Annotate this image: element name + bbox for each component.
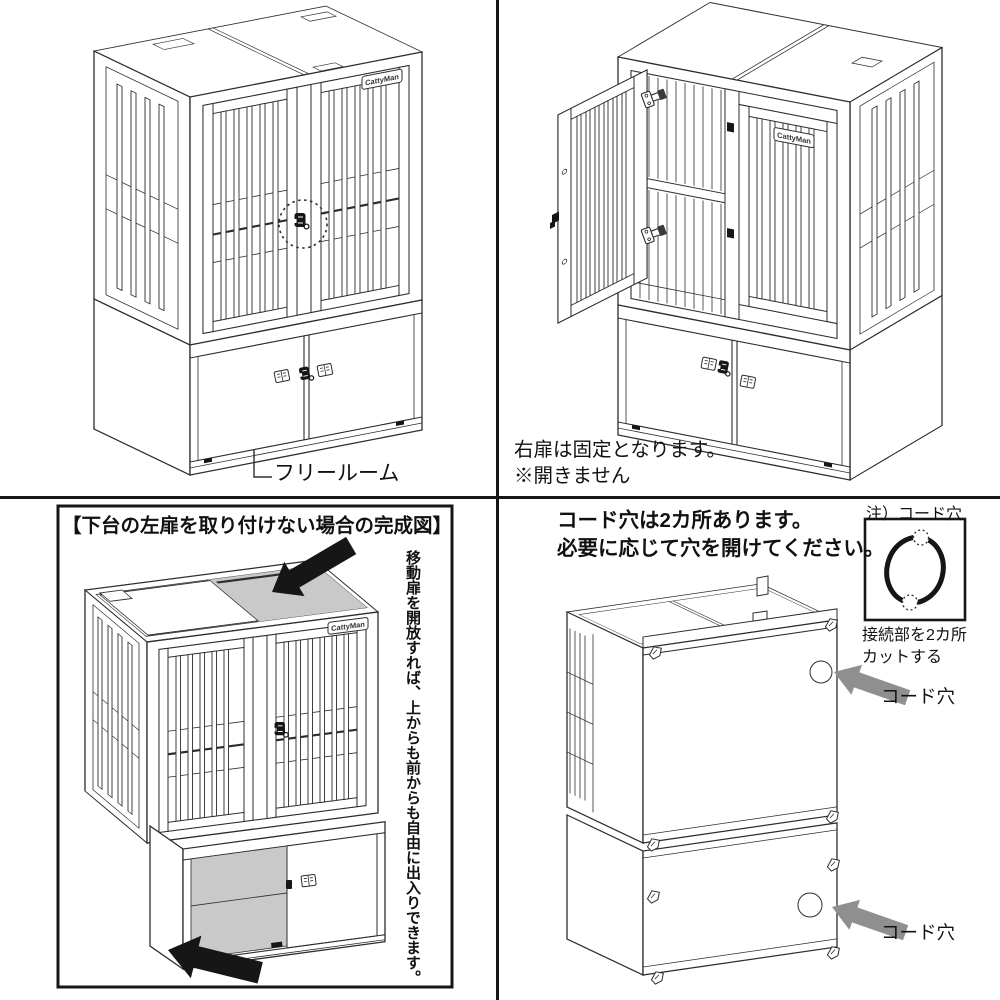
detail-box-title: 注）コード穴	[866, 506, 963, 523]
door-latch-knob	[552, 211, 559, 225]
base-opening-shaded	[191, 845, 287, 959]
panel-no-left-door-view: CattyMan 【下台の左扉を取り付けない場合の完成図】 移動扉を開放すれば、…	[0, 500, 500, 1000]
cage-left-side	[93, 50, 191, 346]
detail-caption-line1: 接続部を2カ所	[862, 627, 967, 644]
cord-hole-label-upper: コード穴	[881, 686, 956, 707]
cage-right-door	[266, 621, 367, 819]
horizontal-divider	[0, 496, 1000, 499]
cord-hole-lower	[797, 892, 823, 918]
cord-hole-instruction-line2: 必要に応じて穴を開けてください。	[557, 536, 885, 560]
panel-assembled-cage: CattyMan フリールーム	[0, 0, 500, 500]
base-door-handle-icon	[316, 362, 334, 378]
base-latch-icon	[286, 880, 292, 889]
detail-caption-line2: カットする	[862, 649, 943, 666]
cord-hole-arrow-upper	[834, 664, 911, 706]
vertical-divider	[496, 0, 499, 1000]
cage-front: CattyMan	[189, 51, 423, 346]
entry-arrow-front	[168, 935, 263, 984]
entry-arrow-top	[272, 536, 357, 597]
upper-back-panel	[642, 619, 838, 844]
cord-hole-figure	[565, 517, 967, 986]
no-left-door-figure: CattyMan	[56, 504, 454, 989]
top-door-handle-notch	[152, 38, 195, 50]
brand-plate: CattyMan	[327, 617, 369, 635]
base-door-handle-icon	[700, 356, 718, 371]
top-door-handle-notch	[300, 11, 337, 22]
latch-striker	[727, 122, 734, 133]
base-back-panel	[642, 822, 838, 976]
cage-fixed-right-door: CattyMan	[738, 103, 838, 325]
free-room-label: フリールーム	[274, 462, 400, 485]
base-front	[617, 304, 851, 481]
top-door-handle-notch	[851, 56, 883, 68]
figure-border-box	[56, 504, 454, 989]
free-access-note-vertical: 移動扉を開放すれば、上からも前からも自由に出入りできます。	[404, 550, 421, 985]
fixed-door-note-line2: ※開きません	[514, 465, 631, 487]
detail-box-caption: 接続部を2カ所 カットする	[862, 625, 972, 669]
base-door-handle-icon	[300, 873, 317, 888]
fixed-door-note: 右扉は固定となります。 ※開きません	[514, 437, 726, 489]
base-sliding-door	[286, 833, 378, 949]
cord-hole-instruction-line1: コード穴は2カ所あります。	[557, 509, 813, 532]
fixed-door-note-line1: 右扉は固定となります。	[514, 439, 726, 461]
base-door-handle-icon	[739, 374, 757, 389]
cord-hole-instructions: コード穴は2カ所あります。 必要に応じて穴を開けてください。	[557, 507, 884, 562]
cage-right-side	[849, 46, 943, 352]
base-front	[189, 299, 423, 476]
cord-hole-label-lower: コード穴	[881, 922, 956, 943]
brand-plate: CattyMan	[773, 127, 815, 149]
cord-hole-upper	[809, 660, 833, 684]
rim-tab	[756, 575, 769, 597]
cord-hole-arrow-lower	[832, 899, 909, 941]
open-door-isometric-figure: CattyMan	[550, 2, 944, 482]
cord-hole-detail-box	[863, 517, 967, 622]
cut-point-upper	[912, 529, 930, 546]
cage-left-side	[84, 588, 148, 845]
top-panel-tab	[99, 589, 133, 602]
brand-plate-text: CattyMan	[331, 620, 365, 633]
cabinet-left-side	[566, 611, 644, 844]
panel-cord-holes: コード穴は2カ所あります。 必要に応じて穴を開けてください。 注）コード穴 接続…	[500, 500, 1000, 1000]
base-left-side	[566, 814, 644, 976]
latch-striker	[727, 228, 734, 239]
base-front	[182, 820, 386, 970]
label-leader-line	[253, 449, 272, 478]
cage-isometric-figure: CattyMan	[92, 5, 424, 478]
figure-title: 【下台の左扉を取り付けない場合の完成図】	[62, 515, 453, 537]
cage-front: CattyMan	[146, 611, 379, 844]
cage-right-door	[310, 64, 410, 314]
brand-plate: CattyMan	[361, 68, 403, 90]
panel-open-door-cage: CattyMan	[500, 0, 1000, 500]
base-door-handle-icon	[273, 368, 291, 384]
cage-left-door	[202, 86, 298, 335]
top-sliding-panel	[99, 580, 259, 636]
latch-highlight-circle	[278, 199, 328, 249]
cut-point-lower	[901, 594, 919, 611]
